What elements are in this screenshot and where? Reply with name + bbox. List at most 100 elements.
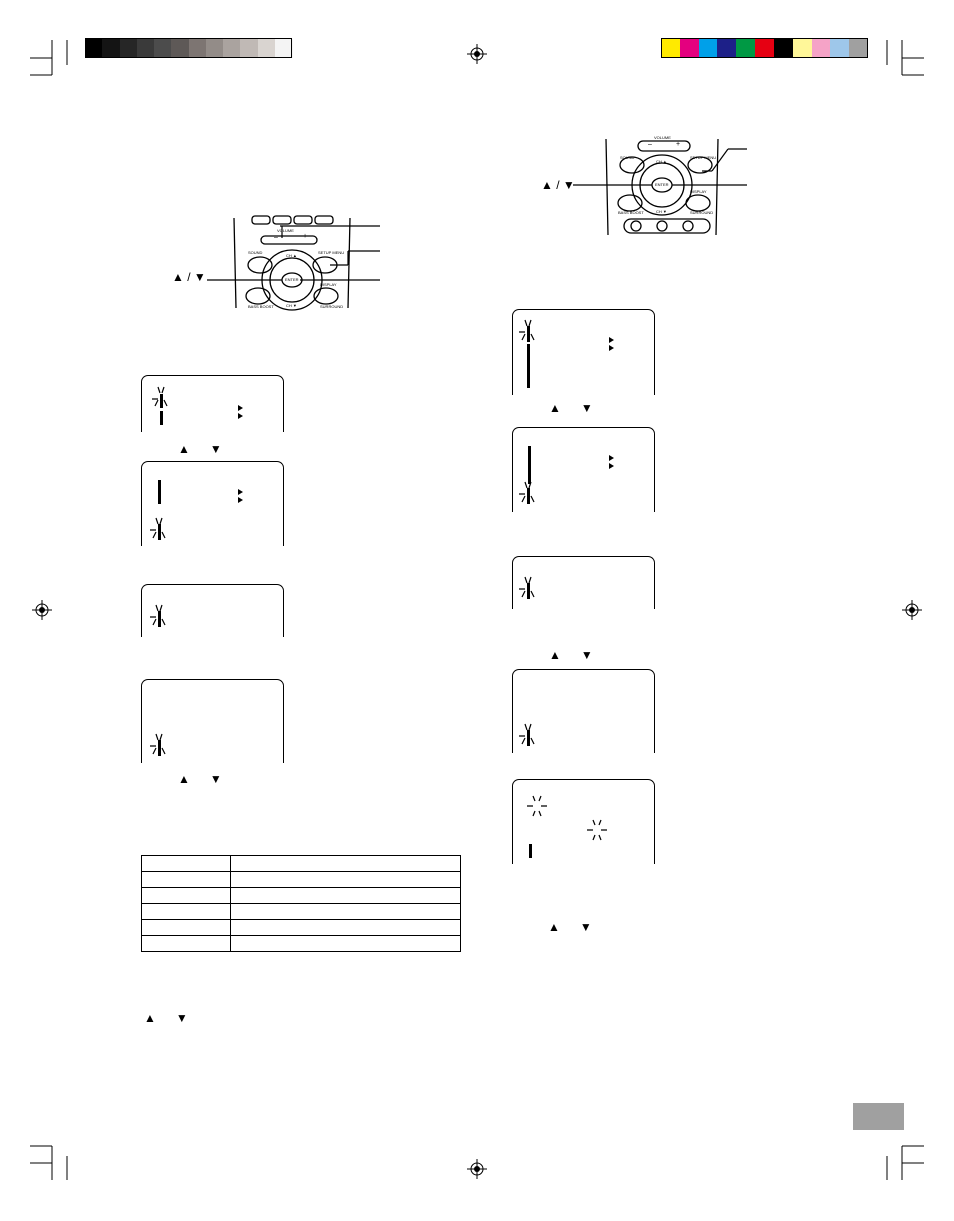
osd-screen-4 [141,679,284,763]
osd-screen-9 [512,779,655,864]
setup-menu-label: SETUP MENU [318,250,345,255]
ch-up-label: CH ▲ [286,253,297,258]
up-triangle-icon: ▲ [178,772,190,786]
bass-boost-label: BASS BOOST [618,210,644,215]
color-swatch [205,39,224,58]
color-swatch [188,39,207,58]
down-triangle-icon: ▼ [580,401,593,415]
up-triangle-icon: ▲ [548,920,560,934]
blinking-cursor-icon [519,576,535,599]
color-swatch [119,39,138,58]
volume-minus: – [648,141,652,148]
up-triangle-icon: ▲ [178,442,190,456]
setup-menu-label: SETUP MENU [690,155,717,160]
remote-control-illustration-left: ▲ / ▼ VOLUME – + SOUND SETUP MENU CH ▲ E… [170,215,382,311]
table-row [141,919,461,936]
table-row [141,855,461,872]
volume-plus: + [303,233,308,240]
remote-control-illustration-right: ▲ / ▼ VOLUME – + SOUND SETUP MENU CH ▲ E… [540,133,750,237]
step-arrows: ▲ ▼ [549,648,593,662]
color-swatch [736,39,756,58]
blinking-cursor-icon [519,481,535,504]
step-arrows: ▲ ▼ [178,772,222,786]
osd-screen-2 [141,461,284,546]
down-triangle-icon: ▼ [209,442,222,456]
color-swatch [811,39,831,58]
color-swatch [240,39,259,58]
blinking-cursor-icon [519,319,535,342]
down-triangle-icon: ▼ [580,648,593,662]
color-swatch [698,39,718,58]
osd-screen-6 [512,427,655,512]
up-triangle-icon: ▲ [549,648,561,662]
color-swatch [679,39,699,58]
bass-boost-label: BASS BOOST [248,304,274,309]
blinking-cursor-icon [587,819,607,841]
osd-screen-3 [141,584,284,637]
color-swatch [85,39,103,58]
enter-label: ENTER [655,182,669,187]
color-swatch [274,39,293,58]
registration-mark-icon [902,600,922,620]
down-triangle-icon: ▼ [175,1011,188,1025]
osd-screen-7 [512,556,655,609]
volume-label: VOLUME [654,135,671,140]
up-triangle-icon: ▲ [549,401,561,415]
ch-up-label: CH ▲ [656,159,667,164]
step-arrows: ▲ ▼ [549,401,593,415]
color-swatch [755,39,775,58]
registration-mark-icon [467,44,487,64]
color-swatch [257,39,276,58]
down-triangle-icon: ▼ [209,772,222,786]
blinking-cursor-icon [152,386,168,408]
osd-screen-5 [512,309,655,395]
color-swatch [830,39,850,58]
table-row [141,903,461,920]
up-triangle-icon: ▲ [144,1011,156,1025]
color-bar-frame [661,38,868,58]
arrow-label: ▲ / ▼ [172,270,206,284]
page-number-tab [853,1103,904,1130]
table-row [141,871,461,888]
table-row [141,887,461,904]
sound-label: SOUND [248,250,263,255]
volume-label: VOLUME [277,228,294,233]
color-swatch [223,39,241,58]
osd-screen-8 [512,669,655,753]
blinking-cursor-icon [150,604,166,627]
arrow-label: ▲ / ▼ [541,178,575,192]
blinking-cursor-icon [527,795,547,817]
step-arrows: ▲ ▼ [144,1011,188,1025]
display-label: DISPLAY [320,282,337,287]
settings-table [141,855,461,952]
volume-plus: + [676,141,681,148]
surround-label: SURROUND [320,304,344,309]
color-swatch [773,39,793,58]
color-swatch [661,39,680,58]
blinking-cursor-icon [150,733,166,756]
color-swatch [792,39,812,58]
blinking-cursor-icon [150,517,166,540]
osd-screen-1 [141,375,284,432]
registration-mark-icon [32,600,52,620]
ch-down-label: CH ▼ [656,209,667,214]
color-swatch [102,39,121,58]
surround-label: SURROUND [690,210,714,215]
color-swatch [717,39,737,58]
color-swatch [849,39,869,58]
color-swatch [171,39,190,58]
step-arrows: ▲ ▼ [178,442,222,456]
table-row [141,935,461,952]
down-triangle-icon: ▼ [579,920,592,934]
step-arrows: ▲ ▼ [548,920,592,934]
enter-label: ENTER [285,277,299,282]
color-swatch [154,39,172,58]
volume-minus: – [274,234,278,241]
blinking-cursor-icon [519,723,535,746]
color-swatch [136,39,155,58]
ch-down-label: CH ▼ [286,303,297,308]
display-label: DISPLAY [690,189,707,194]
sound-label: SOUND [620,155,635,160]
grayscale-bar-frame [85,38,292,58]
